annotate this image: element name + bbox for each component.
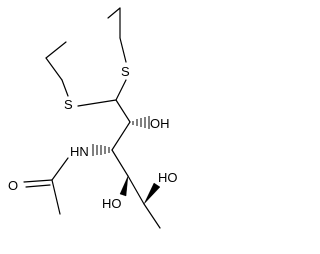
bond-carbonyl-ch3 xyxy=(51,179,61,215)
bond-c5-ch3 xyxy=(143,203,161,229)
bond-c3-c4 xyxy=(111,149,129,177)
hashed-bond-c2-oh xyxy=(132,116,150,129)
hashed-bond-c3-nh xyxy=(92,144,110,156)
bond-ethyl-lower-ch3 xyxy=(45,41,67,59)
bond-s-lower-c1 xyxy=(77,99,117,107)
bond-c4-c5 xyxy=(127,175,145,205)
wedge-bond-c4-oh xyxy=(119,175,129,197)
atom-label-s-upper: S xyxy=(121,64,130,79)
bond-ch2-s-upper xyxy=(119,37,127,63)
atom-label-nh: HN xyxy=(70,144,89,159)
atom-label-ho-c5: HO xyxy=(158,170,178,185)
bond-c1-c2 xyxy=(115,99,131,123)
atom-label-ho-c4: HO xyxy=(102,196,122,211)
bond-ch2-s-lower xyxy=(61,79,69,97)
bond-carbonyl-double-b xyxy=(25,184,51,188)
molecule-drawing: S S OH HN HO HO O xyxy=(8,7,178,229)
bond-c2-c3 xyxy=(111,121,131,151)
atom-label-oh-c2: OH xyxy=(150,116,170,131)
bond-s-upper-c1 xyxy=(115,79,127,101)
bond-carbonyl-double-a xyxy=(23,179,53,183)
wedge-bond-c5-oh xyxy=(143,182,161,205)
atom-label-s-lower: S xyxy=(64,97,73,112)
structure-canvas: S S OH HN HO HO O xyxy=(8,7,178,229)
atom-label-o-carbonyl: O xyxy=(8,178,18,193)
bond-ethyl-upper-ch3 xyxy=(107,7,121,19)
bond-n-carbonyl-c xyxy=(51,157,69,181)
bond-ethyl-lower-ch2 xyxy=(45,57,63,81)
